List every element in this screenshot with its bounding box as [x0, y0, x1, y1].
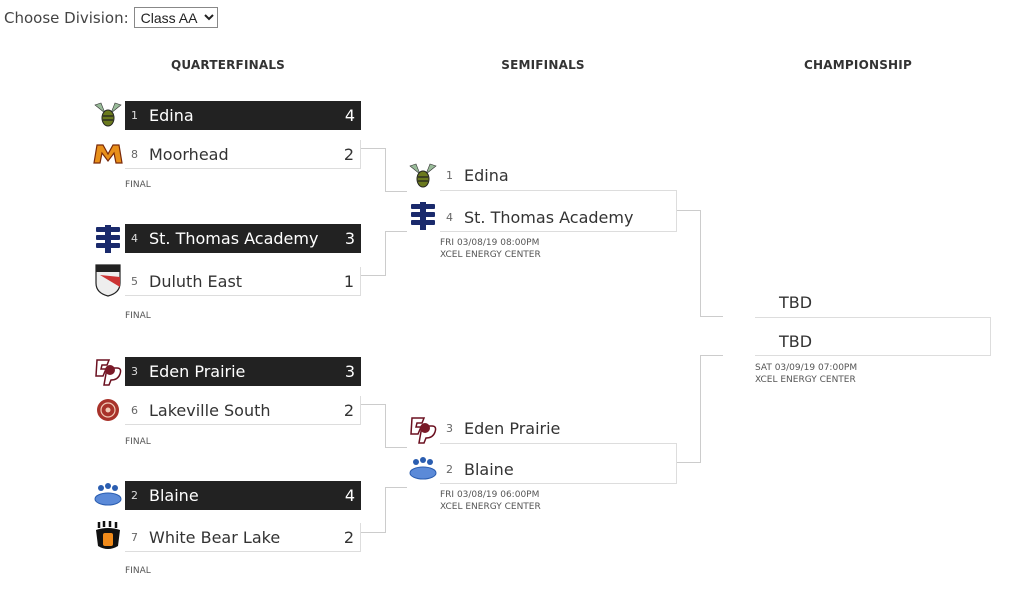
connector-line — [361, 275, 385, 276]
st-thomas-academy-icon — [93, 224, 123, 254]
team-row-winner[interactable]: 4 St. Thomas Academy 3 — [125, 224, 361, 253]
team-name: Eden Prairie — [149, 362, 246, 381]
team-seed: 6 — [131, 403, 138, 417]
team-row[interactable]: TBD — [755, 288, 991, 317]
team-name: Blaine — [464, 459, 514, 479]
team-seed: 2 — [131, 489, 138, 502]
team-row[interactable]: 4 St. Thomas Academy — [440, 190, 677, 232]
connector-line — [700, 210, 701, 317]
team-name: Edina — [464, 166, 509, 185]
team-row-loser[interactable]: 8 Moorhead 2 — [125, 140, 361, 169]
edina-hornet-icon — [408, 161, 438, 191]
division-label: Choose Division: — [4, 8, 129, 27]
team-name: Lakeville South — [149, 400, 271, 420]
team-name: TBD — [779, 293, 813, 312]
team-score: 2 — [343, 144, 354, 164]
team-name: Eden Prairie — [464, 419, 561, 438]
team-seed: 5 — [131, 274, 138, 288]
connector-line — [361, 404, 385, 405]
connector-line — [700, 316, 723, 317]
team-seed: 8 — [131, 147, 138, 161]
blaine-paw-icon — [408, 454, 438, 484]
team-name: TBD — [779, 332, 813, 351]
team-seed: 1 — [446, 169, 453, 182]
team-name: St. Thomas Academy — [149, 229, 319, 248]
team-row-winner[interactable]: 3 Eden Prairie 3 — [125, 357, 361, 386]
team-seed: 3 — [131, 365, 138, 378]
blaine-paw-icon — [93, 480, 123, 510]
game-venue: XCEL ENERGY CENTER — [440, 502, 541, 512]
eden-prairie-eagle-icon — [93, 356, 123, 386]
game-status: FINAL — [125, 437, 151, 447]
game-status: FINAL — [125, 180, 151, 190]
team-name: White Bear Lake — [149, 527, 281, 547]
game-venue: XCEL ENERGY CENTER — [440, 250, 541, 260]
team-seed: 4 — [446, 210, 453, 224]
team-score: 3 — [344, 362, 355, 381]
connector-line — [385, 487, 386, 533]
team-row-loser[interactable]: 6 Lakeville South 2 — [125, 396, 361, 425]
team-name: Blaine — [149, 486, 199, 505]
team-row-winner[interactable]: 2 Blaine 4 — [125, 481, 361, 510]
team-score: 3 — [344, 229, 355, 248]
connector-line — [385, 447, 407, 448]
team-name: Duluth East — [149, 271, 243, 291]
connector-line — [361, 532, 385, 533]
game-info: FRI 03/08/19 08:00PM XCEL ENERGY CENTER — [440, 237, 541, 261]
game-venue: XCEL ENERGY CENTER — [755, 375, 856, 385]
team-score: 4 — [344, 486, 355, 505]
round-title-semifinals: SEMIFINALS — [501, 58, 585, 72]
team-name: Moorhead — [149, 144, 229, 164]
game-status: FINAL — [125, 311, 151, 321]
connector-line — [361, 148, 385, 149]
connector-line — [700, 355, 701, 463]
team-seed: 4 — [131, 232, 138, 245]
team-row[interactable]: 2 Blaine — [440, 443, 677, 484]
team-score: 1 — [343, 271, 354, 291]
team-score: 4 — [344, 106, 355, 125]
connector-line — [385, 231, 407, 232]
moorhead-m-icon — [93, 139, 123, 169]
team-row[interactable]: 3 Eden Prairie — [440, 414, 676, 443]
team-row-loser[interactable]: 7 White Bear Lake 2 — [125, 523, 361, 552]
connector-line — [677, 462, 700, 463]
team-row-loser[interactable]: 5 Duluth East 1 — [125, 267, 361, 296]
team-seed: 7 — [131, 530, 138, 544]
team-row[interactable]: TBD — [755, 317, 991, 356]
game-info: FRI 03/08/19 06:00PM XCEL ENERGY CENTER — [440, 489, 541, 513]
team-row-winner[interactable]: 1 Edina 4 — [125, 101, 361, 130]
team-score: 2 — [343, 527, 354, 547]
division-chooser: Choose Division: Class AA — [4, 7, 218, 28]
game-info: SAT 03/09/19 07:00PM XCEL ENERGY CENTER — [755, 362, 857, 386]
st-thomas-academy-icon — [408, 201, 438, 231]
team-row[interactable]: 1 Edina — [440, 161, 676, 190]
game-datetime: SAT 03/09/19 07:00PM — [755, 363, 858, 373]
game-datetime: FRI 03/08/19 06:00PM — [440, 490, 540, 500]
duluth-east-shield-icon — [93, 264, 123, 297]
round-title-championship: CHAMPIONSHIP — [804, 58, 912, 72]
connector-line — [385, 487, 407, 488]
division-select[interactable]: Class AA — [133, 7, 218, 28]
connector-line — [677, 210, 700, 211]
round-title-quarterfinals: QUARTERFINALS — [170, 58, 286, 72]
white-bear-lake-paw-icon — [93, 521, 123, 551]
team-seed: 2 — [446, 462, 453, 476]
team-score: 2 — [343, 400, 354, 420]
game-status: FINAL — [125, 566, 151, 576]
game-datetime: FRI 03/08/19 08:00PM — [440, 238, 540, 248]
eden-prairie-eagle-icon — [408, 414, 438, 444]
connector-line — [385, 191, 407, 192]
lakeville-south-icon — [93, 395, 123, 425]
connector-line — [700, 355, 723, 356]
team-name: St. Thomas Academy — [464, 207, 634, 227]
team-seed: 3 — [446, 422, 453, 435]
connector-line — [385, 404, 386, 448]
team-name: Edina — [149, 106, 194, 125]
connector-line — [385, 231, 386, 276]
edina-hornet-icon — [93, 100, 123, 130]
connector-line — [385, 148, 386, 192]
team-seed: 1 — [131, 109, 138, 122]
